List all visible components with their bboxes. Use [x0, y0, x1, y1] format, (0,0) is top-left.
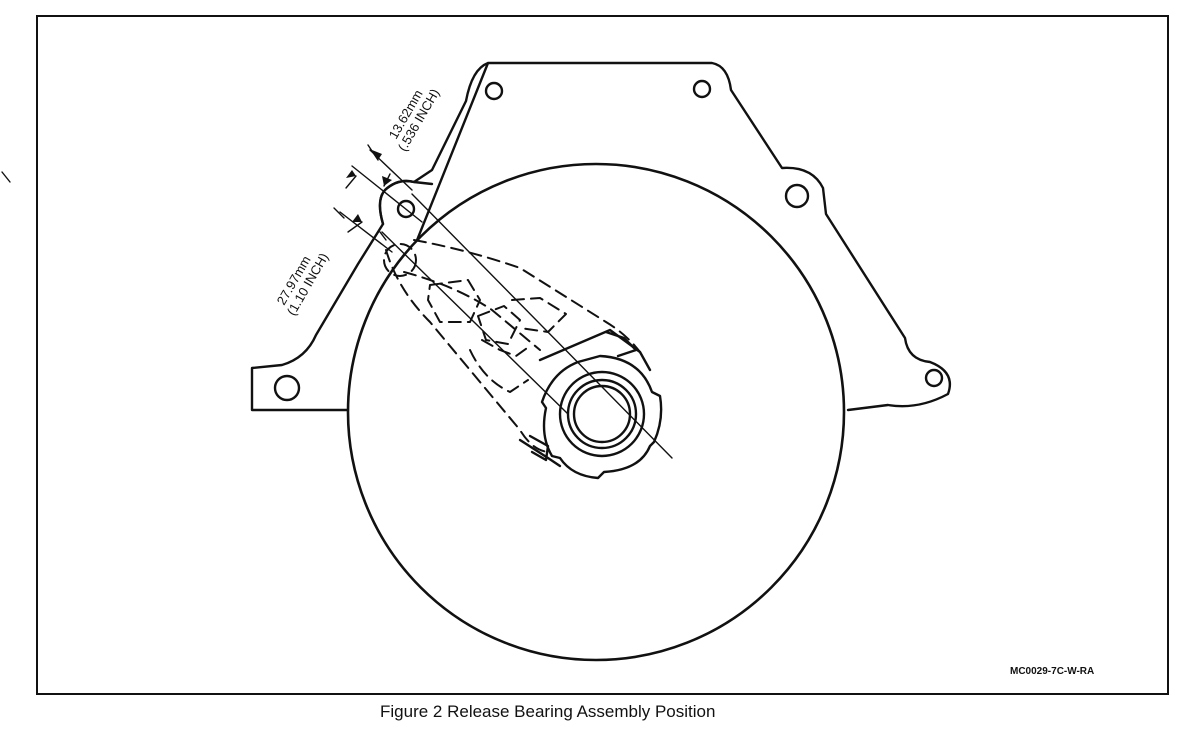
- figure-caption: Figure 2 Release Bearing Assembly Positi…: [380, 702, 715, 721]
- dim-label-top: 13.62mm (.536 INCH): [386, 86, 443, 154]
- dim-label-side: 27.97mm (1.10 INCH): [274, 250, 332, 318]
- diagram-border: [36, 15, 1169, 695]
- bolt-hole-left: [273, 374, 301, 402]
- dim-arrow-side: [333, 207, 387, 241]
- pivot-hole: [396, 199, 416, 219]
- fork-pivot-ball: [383, 243, 417, 277]
- dim-arrow-top: [345, 144, 392, 189]
- bolt-hole-top-left: [484, 81, 504, 101]
- dim-extension-outer: [351, 165, 423, 223]
- bolt-hole-far-right: [924, 368, 944, 388]
- margin-mark: [1, 171, 11, 183]
- release-fork: [385, 239, 641, 453]
- housing-circle: [346, 162, 846, 662]
- figure-code: MC0029-7C-W-RA: [1010, 666, 1094, 677]
- bolt-hole-right: [784, 183, 810, 209]
- dim-extension-lower: [339, 211, 393, 253]
- centerline-pivot: [411, 193, 673, 459]
- pivot-boss: [378, 179, 434, 226]
- bolt-hole-top-right: [692, 79, 712, 99]
- centerline-fork: [381, 231, 569, 415]
